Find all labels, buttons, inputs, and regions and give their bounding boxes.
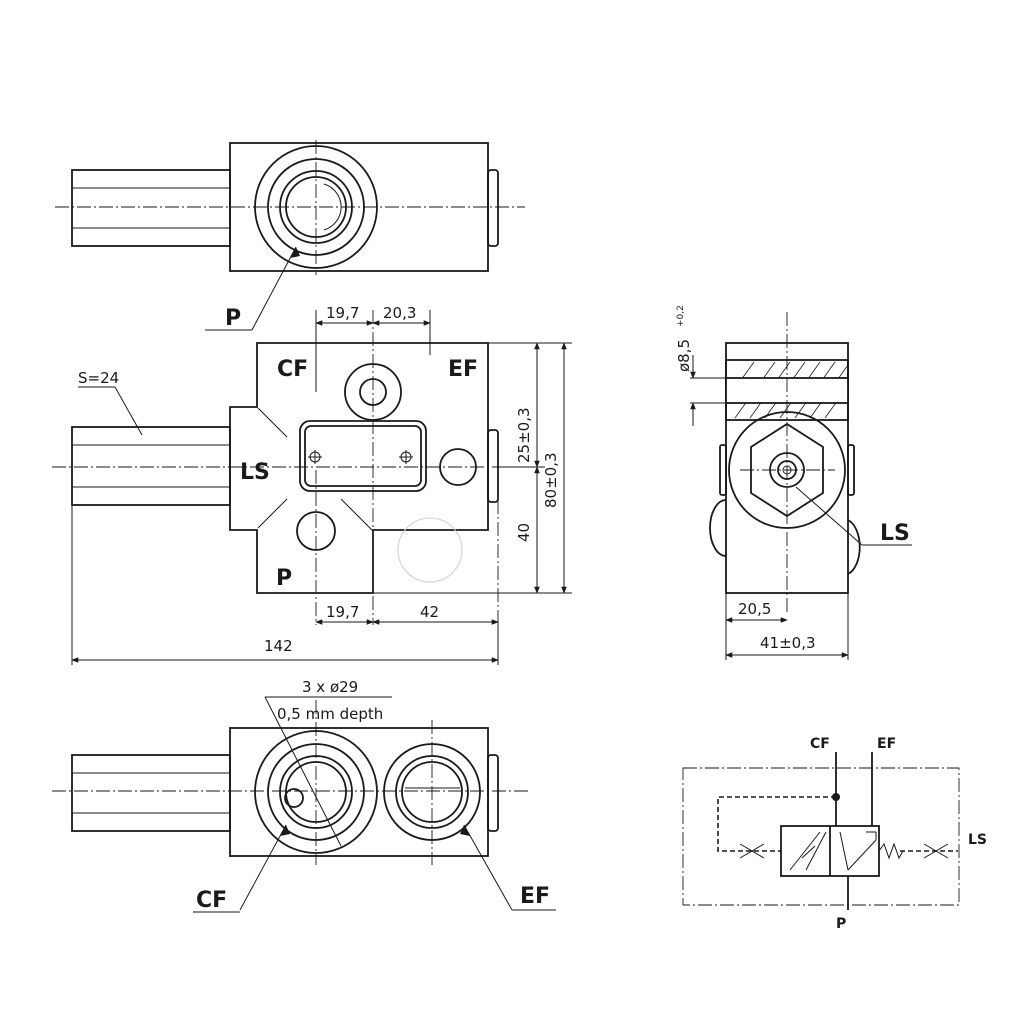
front-hex-stem — [71, 426, 231, 506]
hydraulic-schematic: CF EF LS P — [682, 736, 987, 932]
dim-41: 41±0,3 — [760, 634, 816, 652]
dim-holes: 3 x ø29 — [302, 678, 358, 696]
label-p-top: P — [225, 306, 241, 331]
dim-depth: 0,5 mm depth — [277, 705, 383, 723]
front-view: CF EF LS P S=24 19,7 20,3 19,7 42 142 25… — [52, 304, 572, 665]
side-view: LS ø8,5 +0,2 20,5 41±0,3 — [675, 305, 912, 660]
dim-hex: S=24 — [78, 369, 119, 387]
label-ef-front: EF — [448, 357, 478, 382]
dim-40: 40 — [515, 523, 533, 542]
schematic-label-cf: CF — [810, 736, 830, 752]
top-hex-stem — [71, 169, 231, 247]
label-ls-side: LS — [880, 521, 910, 546]
pilot-line — [717, 796, 836, 852]
dim-25: 25±0,3 — [515, 407, 533, 463]
dim-bore-tolerance: +0,2 — [676, 305, 686, 327]
dim-20-5: 20,5 — [738, 600, 771, 618]
dim-19-7-top: 19,7 — [326, 304, 359, 322]
leader-p — [251, 246, 297, 331]
dim-20-3-top: 20,3 — [383, 304, 416, 322]
label-ls-front: LS — [240, 460, 270, 485]
schematic-label-p: P — [836, 916, 846, 932]
schematic-label-ef: EF — [877, 736, 896, 752]
top-view: P — [55, 140, 525, 331]
top-plug — [487, 169, 499, 247]
dim-42: 42 — [420, 603, 439, 621]
label-p-front: P — [276, 566, 292, 591]
dim-80: 80±0,3 — [542, 452, 560, 508]
label-cf-bottom: CF — [196, 888, 227, 913]
schematic-label-ls: LS — [968, 832, 987, 848]
dim-19-7-bottom: 19,7 — [326, 603, 359, 621]
dim-bore: ø8,5 — [675, 339, 693, 372]
label-ef-bottom: EF — [520, 884, 550, 909]
dim-142: 142 — [264, 637, 293, 655]
bottom-view: 3 x ø29 0,5 mm depth CF EF — [52, 678, 556, 913]
label-cf-front: CF — [277, 357, 308, 382]
